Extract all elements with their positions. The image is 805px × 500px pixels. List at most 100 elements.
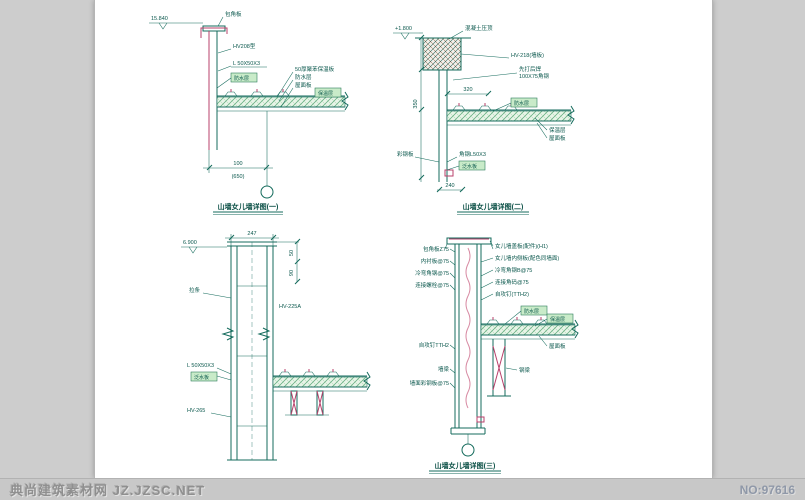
flashing-tag-label: 泛水板 — [462, 163, 477, 170]
dim-247: 247 — [247, 231, 256, 237]
panel-lower-label: HV-265 — [187, 408, 205, 414]
red-fitting — [444, 169, 454, 177]
waterproof-tag-label: 防水层 — [524, 308, 539, 315]
right-label-5: 自攻钉(TTH2) — [495, 290, 529, 298]
right-leaders: 女儿墙盖板(配件)(H1) 女儿墙内侧板(配色同墙面) 冷弯角钢B@75 连接角… — [480, 240, 559, 301]
anchor-label-2: 100X75角钢 — [519, 72, 549, 80]
steel-beam: 钢梁 — [487, 339, 531, 397]
detail-4: 包角板Z75 内衬板@75 冷弯角钢@75 连接螺栓@75 自攻钉TTH2 墙梁… — [393, 220, 593, 489]
watermark-site: 典尚建筑素材网 JZ.JZSC.NET — [10, 483, 206, 498]
left-label-7: 墙面彩钢板@75 — [410, 379, 449, 387]
tie-label: 拉条 — [189, 286, 201, 294]
bottom-dimension: 100 (650) — [203, 111, 274, 199]
detail-2-drawing: +1.800 混凝土压顶 HV-218(墙板) 先打后焊 100X75角钢 — [393, 24, 575, 215]
flashing-tag-label: 泛水板 — [194, 374, 209, 381]
parapet-wall — [200, 25, 228, 150]
roof-sheet-label: 屋面板 — [549, 342, 566, 350]
axis-mark — [461, 434, 475, 457]
roof-assembly — [272, 369, 371, 416]
layer-label-1: 50厚聚苯保温板 — [295, 65, 335, 73]
tie-leader: 拉条 — [189, 286, 232, 299]
dim-100: 100 — [233, 161, 242, 167]
panel-type-label: HV208型 — [233, 42, 256, 50]
detail-1-title: 山墙女儿墙详图(一) — [218, 202, 279, 211]
angle-steel-label: L 50X50X3 — [233, 61, 260, 67]
coping-leader: 包角板 — [216, 10, 242, 29]
break-symbol — [567, 105, 575, 125]
dim-320: 320 — [463, 87, 472, 93]
wall-annotations: HV208型 L 50X50X3 防水层 — [216, 42, 267, 89]
elevation-value: +1.800 — [395, 26, 412, 32]
right-label-3: 冷弯角钢B@75 — [495, 266, 532, 274]
dim-350: 350 — [413, 99, 419, 108]
detail-1-drawing: 15.840 包角板 — [149, 10, 349, 215]
detail-3-drawing: 6.900 247 — [181, 231, 371, 461]
dim-240: 240 — [445, 183, 454, 189]
panel-type-label: HV-218(墙板) — [511, 51, 544, 59]
parapet-cap — [444, 237, 494, 250]
waterproof-tag — [520, 305, 548, 316]
parapet-panel — [450, 244, 486, 435]
roof-layer-leaders: 防水层 保温层 屋面板 — [492, 97, 566, 142]
dim-90: 90 — [289, 270, 295, 276]
roof-assembly — [216, 89, 349, 112]
break-symbol — [341, 91, 349, 111]
insulation-tag-label: 保温层 — [318, 90, 333, 97]
elevation-value: 15.840 — [151, 16, 168, 22]
break-symbol — [221, 327, 271, 341]
right-label-1: 女儿墙盖板(配件)(H1) — [495, 242, 548, 250]
detail-1: 15.840 包角板 — [145, 8, 375, 225]
watermark-number: NO:97616 — [739, 482, 795, 497]
left-label-6: 墙梁 — [438, 365, 450, 373]
watermark-bar: 典尚建筑素材网 JZ.JZSC.NET NO:97616 — [0, 478, 805, 500]
detail-3: 6.900 247 — [175, 226, 385, 481]
elevation-mark: 15.840 — [149, 16, 203, 30]
left-label-5: 自攻钉TTH2 — [419, 341, 449, 349]
detail-4-title: 山墙女儿墙详图(三) — [435, 461, 496, 470]
parapet-wall — [438, 70, 454, 182]
roof-assembly — [446, 103, 575, 126]
beam-label: 钢梁 — [519, 366, 531, 374]
left-leaders: 包角板Z75 内衬板@75 冷弯角钢@75 连接螺栓@75 自攻钉TTH2 墙梁… — [410, 245, 456, 389]
anchor-label-1: 先打后焊 — [519, 65, 542, 73]
side-dimension: 350 — [413, 34, 425, 182]
right-label-4: 连接角码@75 — [495, 278, 529, 286]
detail-1-caption: 山墙女儿墙详图(一) — [213, 202, 283, 215]
dim-50: 50 — [289, 250, 295, 256]
red-fitting — [476, 416, 485, 423]
insulation-tag — [546, 313, 574, 324]
layer-label-2: 防水层 — [295, 73, 312, 81]
right-label-2: 女儿墙内侧板(配色同墙面) — [495, 254, 559, 262]
roof-assembly — [480, 317, 579, 340]
inner-liner-wave — [465, 247, 471, 409]
column — [221, 241, 277, 461]
roof-layer-leaders: 50厚聚苯保温板 防水层 屋面板 保温层 — [276, 65, 342, 108]
detail-2-caption: 山墙女儿墙详图(二) — [457, 202, 529, 215]
waterproof-tag-label: 防水层 — [514, 100, 529, 107]
roof-layer-leaders: 防水层 保温层 屋面板 — [504, 305, 574, 350]
left-label-1: 包角板Z75 — [423, 245, 449, 253]
elevation-value: 6.900 — [183, 240, 197, 246]
panel-upper-label: HV-225A — [279, 304, 301, 310]
bottom-dimension: 240 — [436, 183, 466, 193]
flashing-tag — [190, 371, 218, 382]
axis-bubble — [461, 443, 475, 457]
detail-4-drawing: 包角板Z75 内衬板@75 冷弯角钢@75 连接螺栓@75 自攻钉TTH2 墙梁… — [410, 237, 579, 474]
top-dimension: 247 — [225, 231, 279, 246]
layer-label-3: 屋面板 — [295, 81, 312, 89]
layer-label-2: 屋面板 — [549, 134, 566, 142]
insulation-tag — [314, 87, 342, 98]
flashing-tag — [458, 160, 486, 171]
angle-leader: L 50X50X3 泛水板 — [187, 363, 232, 382]
angle-steel-label: L 50X50X3 — [187, 363, 214, 369]
right-annotations: HV-218(墙板) 先打后焊 100X75角钢 — [452, 51, 549, 81]
waterproof-tag — [510, 97, 538, 108]
angle-steel-label: 角钢L50X3 — [459, 150, 486, 158]
detail-4-caption: 山墙女儿墙详图(三) — [429, 461, 501, 474]
layer-label-1: 保温层 — [549, 126, 566, 134]
waterproof-tag-label: 防水层 — [234, 75, 249, 82]
detail-2: +1.800 混凝土压顶 HV-218(墙板) 先打后焊 100X75角钢 — [393, 14, 593, 224]
left-label-3: 冷弯角钢@75 — [415, 269, 449, 277]
break-symbol — [571, 319, 579, 339]
